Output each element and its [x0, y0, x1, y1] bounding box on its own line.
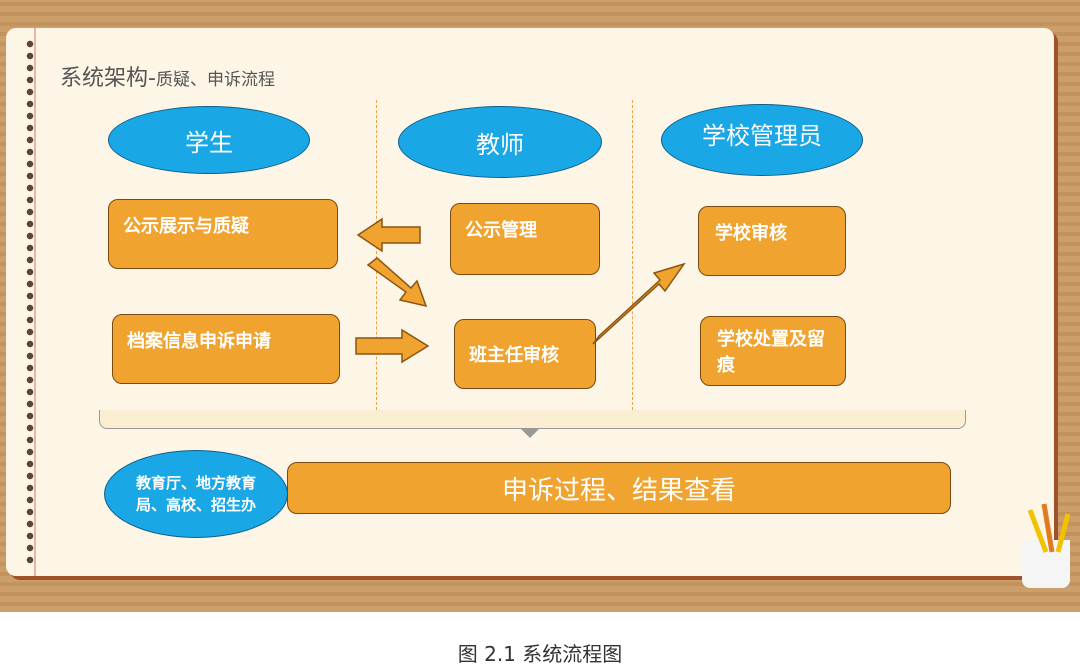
admin-ellipse: 学校管理员: [661, 104, 863, 176]
teacher-label: 教师: [476, 130, 524, 159]
school-handle-box: 学校处置及留痕: [700, 316, 846, 386]
arrow-to-class-teacher-review-diagonal: [366, 257, 428, 308]
publicity-question-box: 公示展示与质疑: [108, 199, 338, 269]
teacher-ellipse: 教师: [398, 106, 602, 178]
column-divider-2: [632, 100, 633, 410]
school-review-box: 学校审核: [698, 206, 846, 276]
group-brace: [99, 410, 966, 429]
admin-label: 学校管理员: [702, 122, 822, 150]
arrow-archive-to-class-teacher: [355, 328, 430, 364]
authorities-ellipse: 教育厅、地方教育局、高校、招生办: [104, 450, 288, 538]
arrow-to-publicity-question: [356, 217, 421, 253]
view-result-label: 申诉过程、结果查看: [501, 475, 736, 506]
student-label: 学生: [185, 128, 233, 157]
view-result-box: 申诉过程、结果查看: [287, 462, 951, 514]
authorities-label: 教育厅、地方教育局、高校、招生办: [135, 474, 256, 514]
watermark: 名校综合评价: [858, 608, 1042, 643]
figure-caption: 图 2.1 系统流程图: [457, 642, 623, 666]
school-review-label: 学校审核: [715, 223, 787, 244]
brace-notch: [520, 428, 540, 438]
wechat-icon: [858, 612, 890, 639]
archive-appeal-box: 档案信息申诉申请: [112, 314, 340, 384]
archive-appeal-label: 档案信息申诉申请: [127, 331, 271, 352]
watermark-text: 名校综合评价: [898, 614, 1042, 642]
publicity-manage-label: 公示管理: [465, 220, 537, 241]
class-teacher-review-box: 班主任审核: [454, 319, 596, 389]
class-teacher-review-label: 班主任审核: [469, 345, 559, 366]
student-ellipse: 学生: [108, 106, 310, 174]
title-main: 系统架构-: [60, 66, 156, 91]
publicity-manage-box: 公示管理: [450, 203, 600, 275]
title-sub: 质疑、申诉流程: [155, 70, 275, 90]
pencils-icon: [1027, 503, 1071, 553]
column-divider-1: [376, 100, 377, 410]
arrow-class-teacher-to-school-review: [592, 262, 686, 345]
slide-title: 系统架构-质疑、申诉流程: [60, 60, 275, 92]
spiral-binding: [24, 38, 46, 568]
publicity-question-label: 公示展示与质疑: [123, 216, 249, 237]
school-handle-label: 学校处置及留痕: [717, 329, 825, 376]
